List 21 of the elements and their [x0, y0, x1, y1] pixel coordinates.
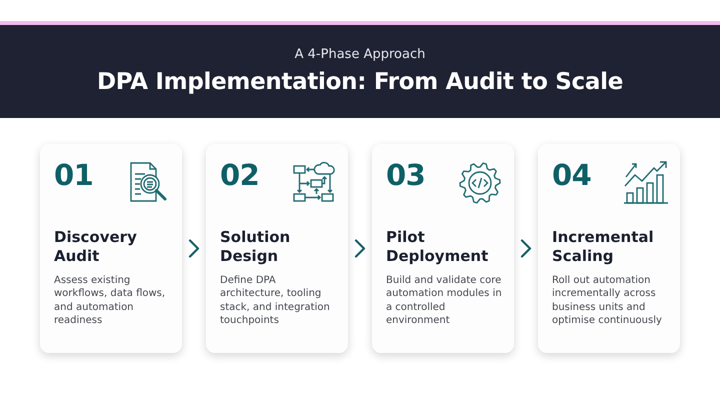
- phase-card: [40, 144, 182, 353]
- chevron-arrow: [354, 239, 366, 258]
- phase-heading: Incremental Scaling: [552, 228, 655, 266]
- step-number: 04: [552, 160, 592, 192]
- chevron-arrow: [188, 239, 200, 258]
- phase-heading: Solution Design: [220, 228, 292, 266]
- phase-card: [206, 144, 348, 353]
- diagram-title: DPA Implementation: From Audit to Scale: [96, 69, 623, 95]
- step-number: 03: [386, 160, 426, 192]
- phase-heading: Pilot Deployment: [386, 228, 490, 266]
- phase-card: [538, 144, 680, 353]
- subtitle: A 4-Phase Approach: [294, 47, 426, 62]
- phase-description: Build and validate core automation modules in a controlled environment: [386, 274, 503, 328]
- phase-card: [372, 144, 514, 353]
- phase-heading: Discovery Audit: [54, 228, 138, 266]
- chevron-arrow: [520, 239, 532, 258]
- phase-description: Assess existing workflows, data flows, and automation readiness: [54, 274, 166, 328]
- phase-description: Define DPA architecture, tooling stack, and integration touchpoints: [220, 274, 331, 328]
- phase-description: Roll out automation incrementally across business units and optimise continuously: [552, 274, 663, 328]
- step-number: 02: [220, 160, 260, 192]
- step-number: 01: [54, 160, 94, 192]
